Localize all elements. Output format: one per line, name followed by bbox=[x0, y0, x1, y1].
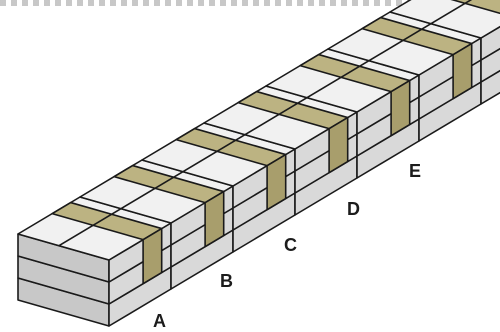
ridge-line bbox=[368, 23, 432, 62]
ridge-line bbox=[58, 208, 122, 247]
label-c: C bbox=[284, 235, 297, 255]
olive-band-side bbox=[204, 190, 225, 248]
side-layer bbox=[480, 47, 500, 83]
ridge-line bbox=[182, 134, 246, 173]
olive-band-side bbox=[390, 79, 411, 137]
ridge-line bbox=[306, 60, 370, 99]
label-d: D bbox=[347, 199, 360, 219]
label-a: A bbox=[153, 311, 166, 331]
olive-band-side bbox=[328, 116, 349, 174]
olive-band-side bbox=[142, 227, 163, 285]
olive-band bbox=[450, 0, 500, 15]
side-layer bbox=[480, 25, 500, 61]
ridge-line bbox=[120, 171, 184, 210]
label-e: E bbox=[409, 161, 422, 181]
olive-band-side bbox=[452, 42, 473, 100]
side-layer bbox=[480, 69, 500, 105]
ridge-line bbox=[430, 0, 473, 25]
top-dashed-border bbox=[0, 0, 500, 6]
label-b: B bbox=[220, 271, 233, 291]
top-segment bbox=[389, 0, 500, 39]
ridge-line bbox=[244, 97, 308, 136]
olive-band-side bbox=[266, 153, 287, 211]
